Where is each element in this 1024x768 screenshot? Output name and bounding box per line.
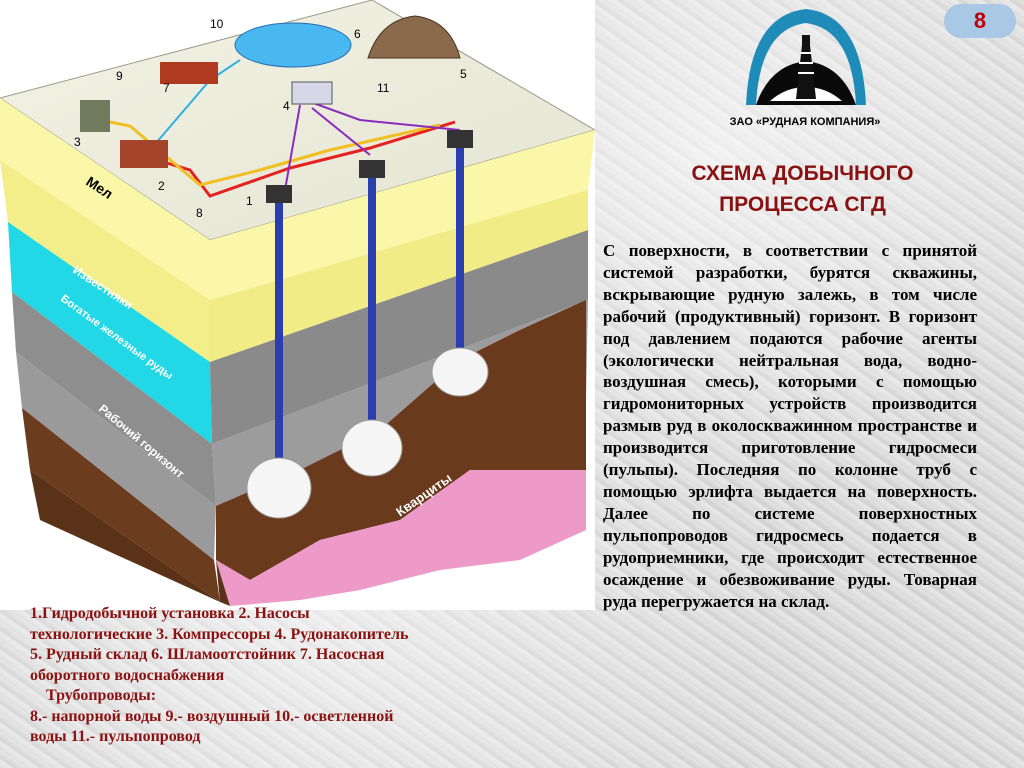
callout-11: 11 [377,81,390,95]
pipe-pressure-water [149,120,456,198]
company-logo-icon [746,9,866,105]
legend-line: 8.- напорной воды 9.- воздушный 10.- осв… [30,707,394,725]
strata-left-face [0,98,220,602]
legend-line: 1.Гидродобычной установка 2. Насосы [30,605,310,622]
surface-pipelines [99,59,461,198]
callout-10: 10 [210,17,224,31]
page-number-badge: 8 [944,4,1016,38]
title-line-1: СХЕМА ДОБЫЧНОГО [691,162,914,185]
pipe-pulp [304,99,461,131]
boreholes [246,130,489,519]
ore-stockpile [367,15,461,59]
sgd-process-diagram: 1 2 3 4 5 6 7 8 9 10 11 Мел Известняки Б… [0,0,595,606]
legend-line: оборотного водоснабжения [30,666,225,684]
pipe-air [99,118,441,187]
callout-5: 5 [460,67,467,81]
legend: 1.Гидродобычной установка 2. Насосы техн… [30,604,560,748]
sludge-pond [234,22,352,68]
process-description: С поверхности, в соответствии с принятой… [603,241,977,611]
callout-7: 7 [163,81,170,95]
legend-line: технологические 3. Компрессоры 4. Рудона… [30,625,409,643]
surface-equipment [80,62,333,168]
callout-3: 3 [74,135,81,149]
company-name: ЗАО «РУДНАЯ КОМПАНИЯ» [729,116,881,128]
callout-6: 6 [354,27,361,41]
title-line-2: ПРОЦЕССА СГД [719,193,886,216]
callout-1: 1 [246,194,253,208]
callout-8: 8 [196,206,203,220]
slide-title: СХЕМА ДОБЫЧНОГО ПРОЦЕССА СГД [625,158,980,220]
legend-line: Трубопроводы: [30,687,157,704]
legend-line: 5. Рудный склад 6. Шламоотстойник 7. Нас… [30,646,385,663]
callout-4: 4 [283,99,290,113]
callout-2: 2 [158,179,165,193]
callout-9: 9 [116,69,123,83]
strata-right-face [210,130,595,606]
legend-line: воды 11.- пульпопровод [30,728,201,745]
